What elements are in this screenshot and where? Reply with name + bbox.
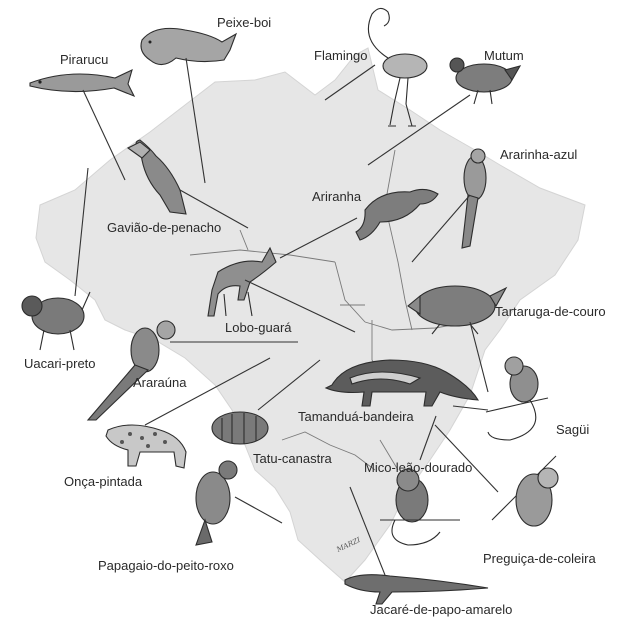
label-peixe-boi: Peixe-boi xyxy=(217,15,271,30)
label-ararinha-azul: Ararinha-azul xyxy=(500,147,577,162)
label-sagui: Sagüi xyxy=(556,422,589,437)
label-preguica-de-coleira: Preguiça-de-coleira xyxy=(483,551,596,566)
peixe-boi-illustration xyxy=(140,27,238,66)
animal-labels: Pirarucu Peixe-boi Flamingo Mutum Ararin… xyxy=(24,15,606,617)
mutum-illustration xyxy=(449,57,522,105)
label-tamandua-bandeira: Tamanduá-bandeira xyxy=(298,409,414,424)
label-uacari-preto: Uacari-preto xyxy=(24,356,96,371)
tatu-canastra-illustration xyxy=(211,411,269,445)
tamandua-bandeira-illustration xyxy=(324,359,479,407)
label-ararauna: Araraúna xyxy=(133,375,187,390)
papagaio-do-peito-roxo-illustration xyxy=(195,460,238,546)
gaviao-de-penacho-illustration xyxy=(126,139,187,215)
preguica-de-coleira-illustration xyxy=(491,455,559,527)
lobo-guara-illustration xyxy=(207,246,277,317)
label-lobo-guara: Lobo-guará xyxy=(225,320,292,335)
label-flamingo: Flamingo xyxy=(314,48,367,63)
label-tatu-canastra: Tatu-canastra xyxy=(253,451,333,466)
leader-lines xyxy=(74,57,499,576)
label-mico-leao-dourado: Mico-leão-dourado xyxy=(364,460,472,475)
uacari-preto-illustration xyxy=(21,291,91,351)
jacare-de-papo-amarelo-illustration xyxy=(344,574,489,605)
label-papagaio-do-peito-roxo: Papagaio-do-peito-roxo xyxy=(98,558,234,573)
label-gaviao-de-penacho: Gavião-de-penacho xyxy=(107,220,221,235)
label-jacare-de-papo-amarelo: Jacaré-de-papo-amarelo xyxy=(370,602,512,617)
label-pirarucu: Pirarucu xyxy=(60,52,108,67)
flamingo-illustration xyxy=(367,7,428,127)
state-borders xyxy=(189,149,471,471)
label-tartaruga-de-couro: Tartaruga-de-couro xyxy=(495,304,606,319)
ararauna-illustration xyxy=(86,320,176,421)
mico-leao-dourado-illustration xyxy=(380,468,460,546)
onca-pintada-illustration xyxy=(105,424,187,469)
ariranha-illustration xyxy=(355,188,439,241)
label-ariranha: Ariranha xyxy=(312,189,362,204)
sagui-illustration xyxy=(485,356,549,441)
pirarucu-illustration xyxy=(29,68,136,98)
label-mutum: Mutum xyxy=(484,48,524,63)
ararinha-azul-illustration xyxy=(461,148,487,249)
label-onca-pintada: Onça-pintada xyxy=(64,474,143,489)
tartaruga-de-couro-illustration xyxy=(407,285,508,335)
